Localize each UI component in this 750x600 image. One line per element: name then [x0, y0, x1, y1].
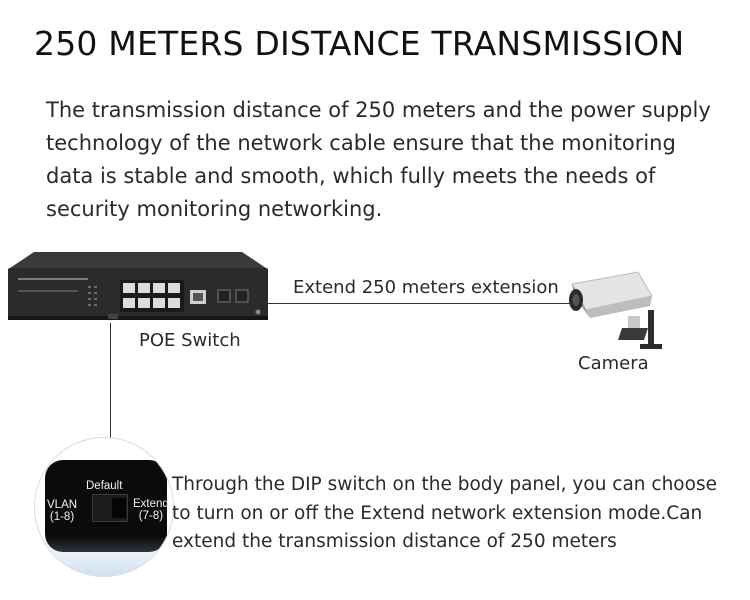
dip-vlan-range: (1-8): [49, 511, 75, 523]
dip-extend-range: (7-8): [138, 510, 164, 522]
dip-default-label: Default: [86, 480, 123, 492]
camera-icon: [569, 271, 662, 349]
extension-label: Extend 250 meters extension: [293, 277, 559, 298]
page-title: 250 METERS DISTANCE TRANSMISSION: [34, 24, 685, 63]
dip-callout-line: [110, 323, 111, 439]
dip-description: Through the DIP switch on the body panel…: [172, 474, 717, 552]
dip-vlan-title: VLAN: [47, 499, 78, 511]
dip-switch-panel: Default VLAN (1-8) Extend (7-8): [45, 460, 169, 552]
dip-extend-label: Extend (7-8): [133, 498, 169, 522]
dip-extend-title: Extend: [133, 498, 169, 510]
poe-switch-image: [8, 252, 268, 320]
dip-switch-closeup: Default VLAN (1-8) Extend (7-8): [34, 437, 174, 577]
poe-switch-label: POE Switch: [139, 330, 241, 351]
dip-switch-slot: [92, 494, 128, 522]
camera-label: Camera: [578, 353, 649, 374]
dip-switch-knob: [112, 498, 126, 518]
intro-paragraph: The transmission distance of 250 meters …: [46, 98, 711, 221]
extension-cable-line: [265, 303, 572, 304]
dip-vlan-label: VLAN (1-8): [47, 499, 77, 523]
